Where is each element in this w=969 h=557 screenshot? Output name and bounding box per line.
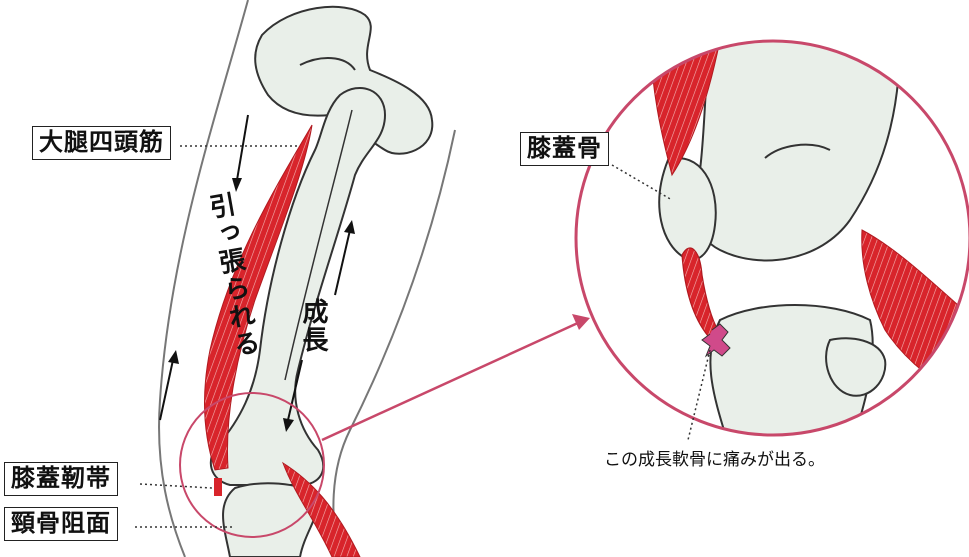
- growth-text: 成長: [300, 298, 326, 354]
- magnify-pointer-arrowhead: [572, 314, 590, 330]
- pull-arrowhead-top: [232, 178, 242, 192]
- growth-arrowhead-top: [344, 220, 355, 234]
- label-tibial-surface: 頸骨阻面: [4, 507, 118, 541]
- patellar-ligament-mark: [214, 478, 222, 496]
- leg-outline-right: [333, 130, 455, 557]
- label-quadriceps: 大腿四頭筋: [32, 126, 171, 160]
- leader-patellar-ligament: [140, 484, 212, 488]
- pull-arrow-top: [237, 115, 248, 180]
- growth-arrow-top: [335, 230, 350, 295]
- label-patellar-ligament: 膝蓋靭帯: [4, 462, 118, 496]
- magnify-pointer-line: [322, 322, 580, 440]
- label-patella: 膝蓋骨: [520, 132, 609, 166]
- cartilage-caption: この成長軟骨に痛みが出る。: [604, 445, 825, 470]
- pull-arrowhead-bottom: [168, 350, 179, 364]
